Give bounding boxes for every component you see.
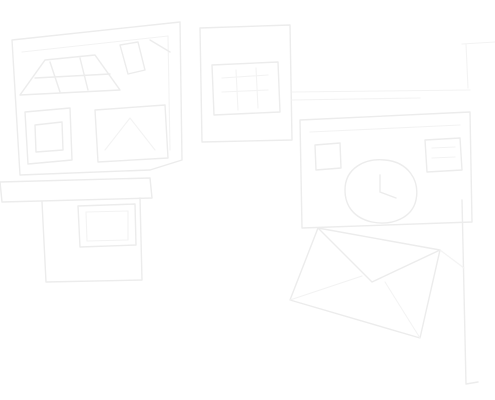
envelope-body (289, 227, 441, 339)
board-inner-top (309, 124, 461, 133)
shelf-box-diag (104, 117, 156, 151)
cabinet-inner (21, 35, 171, 151)
envelope-folds (289, 275, 421, 339)
picture-frame-outer (199, 24, 293, 143)
framed-picture-sketch-icon (199, 24, 293, 143)
clock-hands (379, 174, 397, 199)
table-drawer-inner (85, 210, 129, 242)
side-pole (461, 199, 479, 385)
lamp-arm (119, 39, 171, 75)
wall-shelf-line (291, 89, 471, 101)
table-drawer (77, 203, 137, 248)
board-box-right (424, 137, 463, 173)
shelf-box (94, 104, 169, 163)
corner-fragment (461, 41, 495, 89)
lamp-body-detail (34, 121, 64, 153)
table-top (0, 177, 153, 203)
desk-lamp-sketch-icon (0, 21, 183, 283)
lamp-shade-lines (34, 57, 111, 93)
board-box-left (314, 142, 342, 171)
side-pole-brace (439, 249, 465, 269)
lamp-body (24, 107, 73, 165)
envelope-flap (317, 227, 441, 283)
board-box-right-inner (431, 146, 456, 159)
cabinet-outline (11, 21, 183, 176)
envelope-sketch-icon (289, 111, 479, 385)
clock-face (344, 159, 418, 224)
picture-content (221, 67, 269, 111)
board-outline (299, 111, 473, 229)
lamp-shade (19, 54, 121, 96)
picture-frame-inner (211, 61, 281, 116)
table-legs (41, 197, 143, 283)
